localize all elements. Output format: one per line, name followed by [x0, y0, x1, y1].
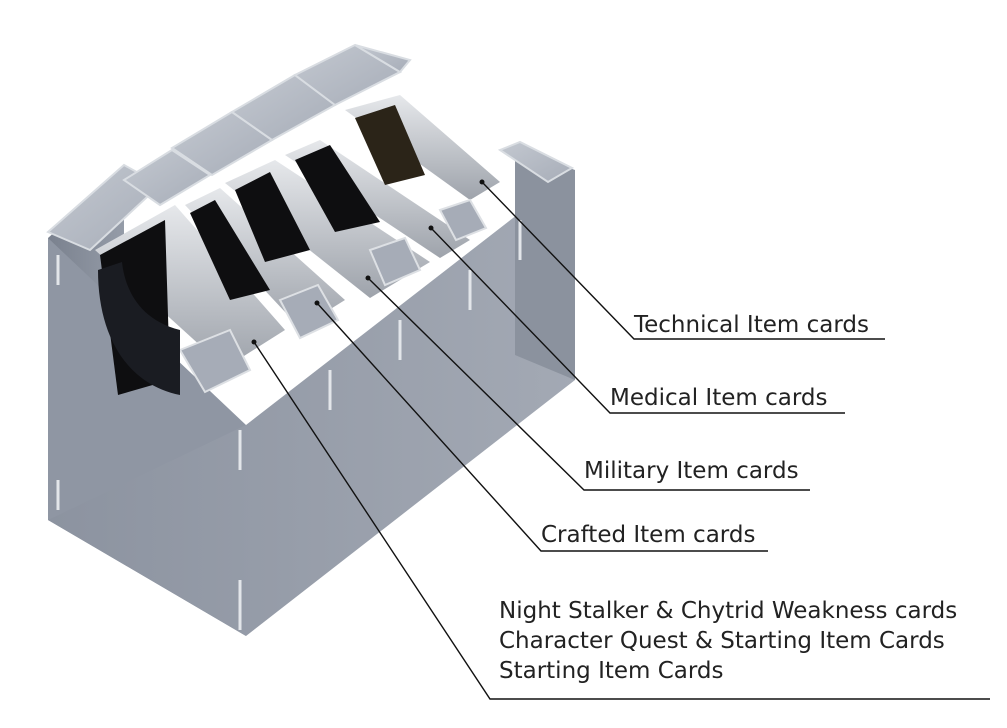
card-face-3 [235, 172, 310, 262]
card-face-5 [355, 105, 425, 185]
leader-multi [253, 341, 990, 700]
leader-dots [251, 179, 485, 345]
label-crafted-item-cards: Crafted Item cards [541, 522, 756, 548]
label-first-compartment: Night Stalker & Chytrid Weakness cards C… [499, 596, 957, 686]
leader-crafted [316, 302, 768, 552]
leader-medical [430, 227, 845, 414]
leader-military [367, 277, 810, 491]
tray-dividers [46, 43, 575, 252]
tray-thumb-cutout [98, 262, 180, 395]
tray-right-face [515, 148, 575, 380]
tray-front-notches [178, 198, 488, 394]
leader-technical [481, 181, 885, 340]
tray-front-lower [48, 170, 575, 636]
label-line-3: Starting Item Cards [499, 658, 724, 684]
tray-joints [56, 220, 522, 630]
label-military-item-cards: Military Item cards [584, 458, 799, 484]
leader-lines [253, 181, 990, 700]
card-face-2 [190, 200, 270, 300]
label-medical-item-cards: Medical Item cards [610, 385, 828, 411]
label-line-1: Night Stalker & Chytrid Weakness cards [499, 598, 958, 624]
label-technical-item-cards: Technical Item cards [634, 312, 869, 338]
card-face-4 [295, 145, 380, 232]
label-line-2: Character Quest & Starting Item Cards [499, 628, 945, 654]
